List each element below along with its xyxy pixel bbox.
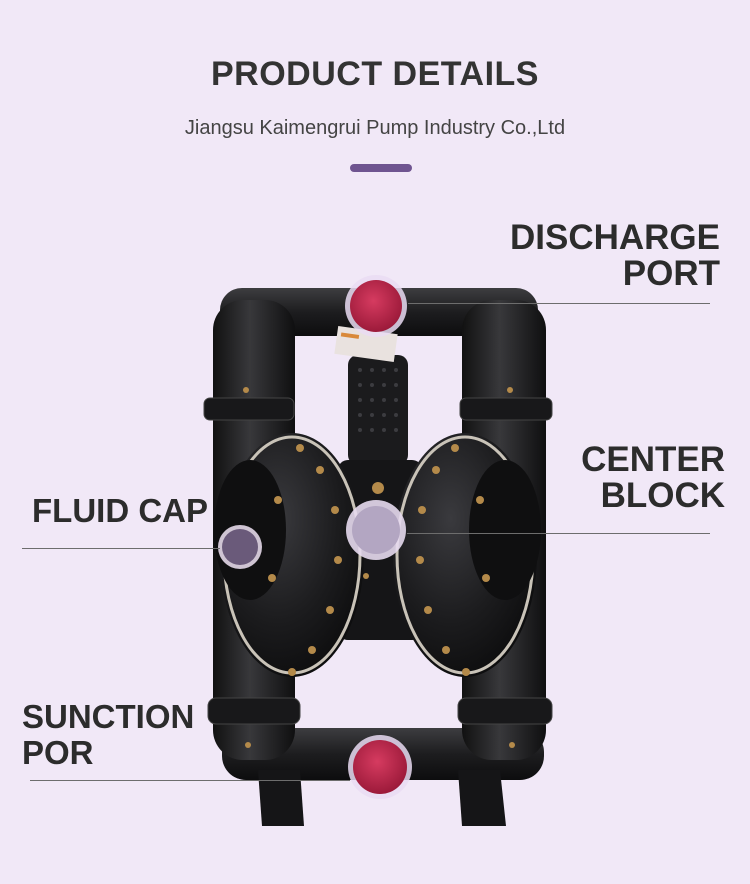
company-name: Jiangsu Kaimengrui Pump Industry Co.,Ltd <box>184 117 566 139</box>
discharge-port-label: DISCHARGE PORT <box>510 220 720 292</box>
discharge-port-leader-line <box>408 303 710 304</box>
fluid-cap-label-line1: FLUID CAP <box>32 492 208 529</box>
suction-port-label-line2: POR <box>22 734 94 771</box>
title-divider <box>350 164 412 172</box>
suction-port-label: SUNCTION POR <box>22 699 194 771</box>
center-block-label-line2: BLOCK <box>600 476 725 515</box>
center-block-label-line1: CENTER <box>581 440 725 479</box>
suction-port-label-line1: SUNCTION <box>22 698 195 735</box>
discharge-port-label-line1: DISCHARGE <box>509 218 720 257</box>
center-block-label: CENTER BLOCK <box>581 442 725 514</box>
fluid-cap-label: FLUID CAP <box>32 493 208 529</box>
discharge-port-label-line2: PORT <box>622 254 720 293</box>
fluid-cap-leader-line <box>22 548 220 549</box>
page-title: PRODUCT DETAILS <box>211 55 539 93</box>
suction-port-leader-line <box>30 780 350 781</box>
center-block-leader-line <box>407 533 710 534</box>
